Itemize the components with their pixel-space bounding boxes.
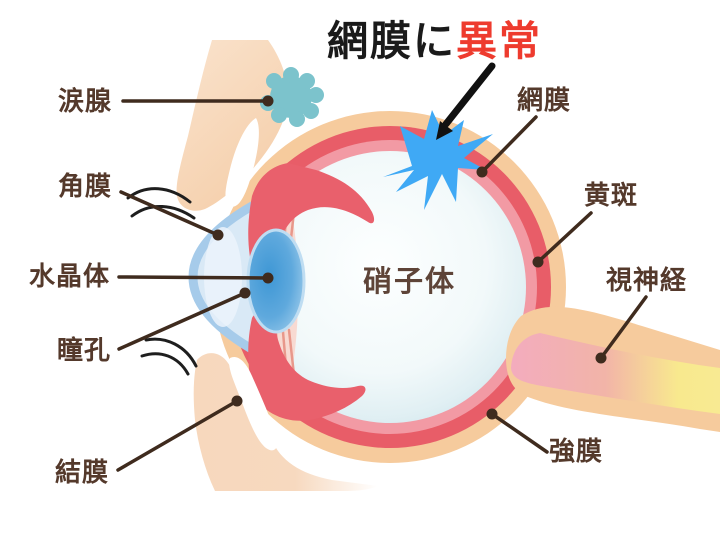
abnormality-arrow: [436, 62, 496, 140]
label-retina: 網膜: [517, 85, 572, 115]
label-pupil: 瞳孔: [57, 335, 112, 365]
upper-eyelid: [176, 40, 289, 211]
leader-lines: [116, 95, 648, 472]
optic-nerve-core: [511, 333, 720, 414]
label-sclera: 強膜: [549, 436, 604, 466]
title-highlight: 異常: [456, 18, 542, 64]
diagram-title: 網膜に異常: [327, 21, 542, 62]
label-macula: 黄斑: [584, 180, 639, 210]
iris: [248, 163, 375, 421]
iris-upper: [248, 163, 375, 275]
abnormality-starburst: [383, 110, 493, 210]
label-lacrimal-gland: 涙腺: [58, 86, 113, 116]
eyelashes: [126, 187, 198, 376]
lacrimal-gland: [260, 67, 324, 127]
lens: [246, 228, 306, 334]
optic-nerve: [506, 306, 720, 432]
title-text: 網膜に: [327, 18, 456, 64]
iris-lower: [248, 311, 366, 421]
label-vitreous-body: 硝子体: [363, 266, 457, 298]
label-optic-nerve: 視神経: [606, 265, 688, 295]
eyeball: [188, 111, 566, 463]
label-conjunctiva: 結膜: [55, 457, 110, 487]
vitreous-body: [254, 151, 526, 423]
label-lens: 水晶体: [29, 261, 111, 291]
conjunctival-gaps: [225, 118, 278, 451]
label-cornea: 角膜: [58, 171, 113, 201]
